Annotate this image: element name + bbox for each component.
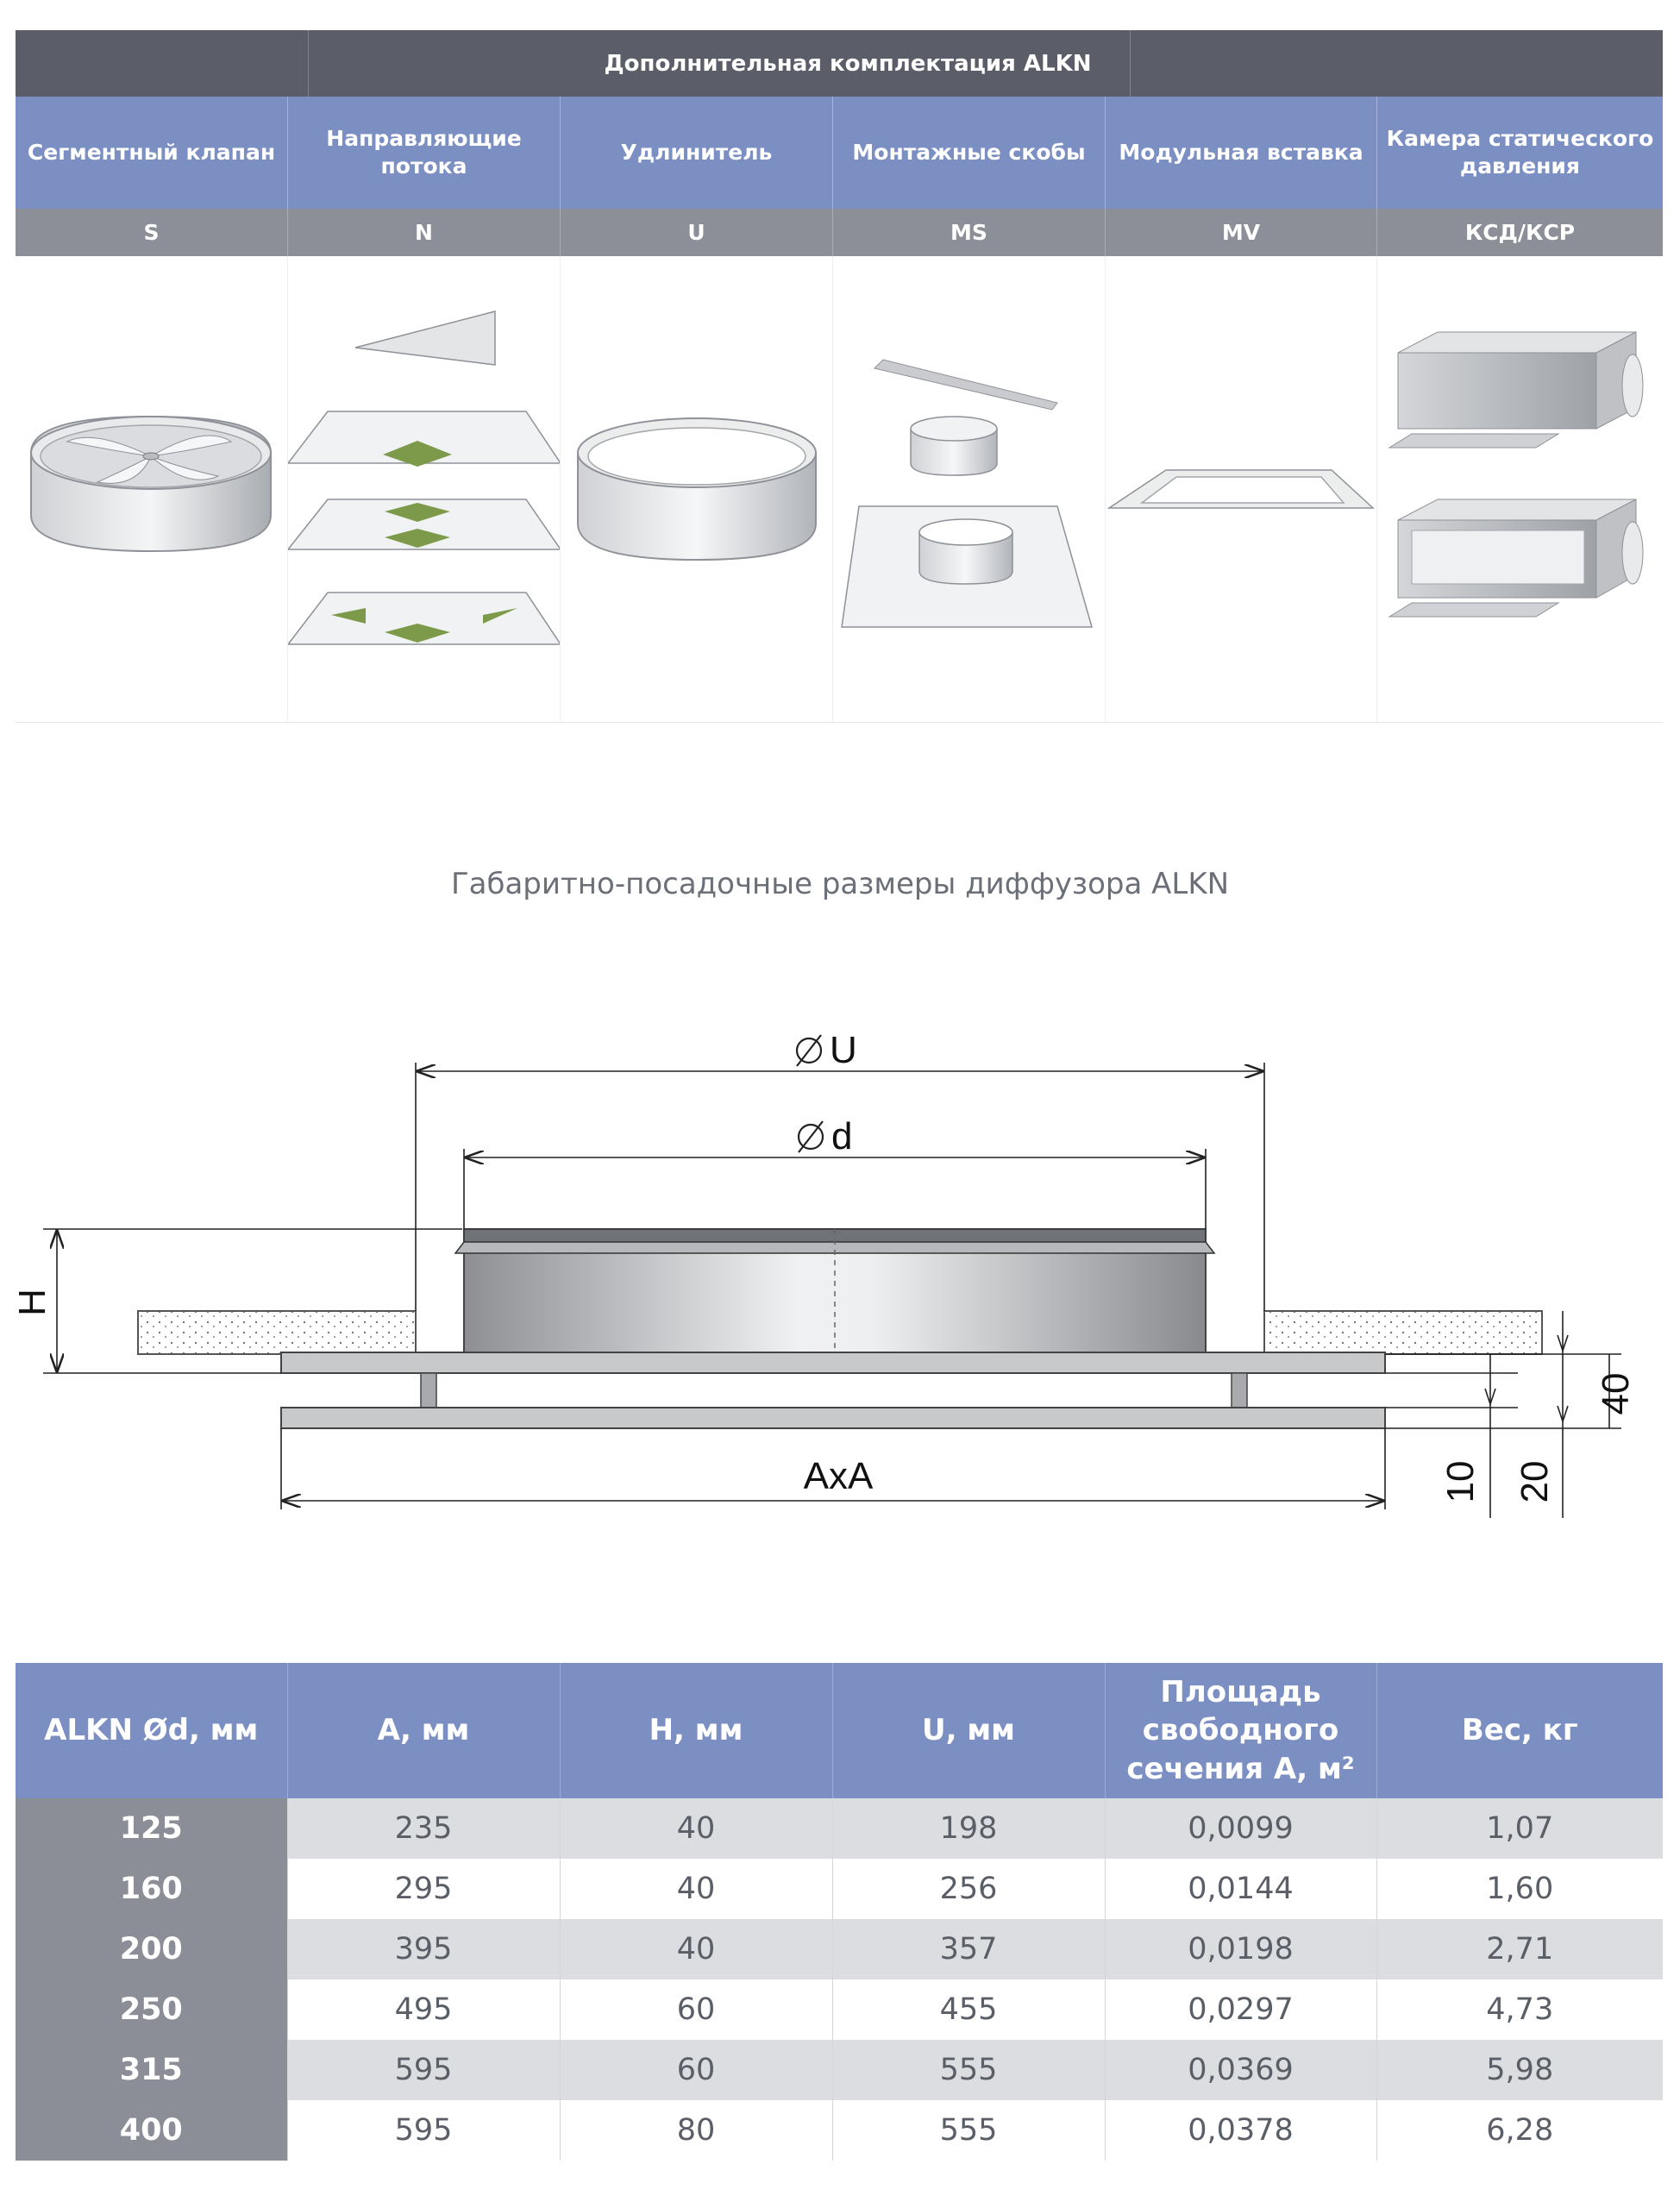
table-row: 315 595 60 555 0,0369 5,98 bbox=[16, 2040, 1663, 2100]
table-cell: 295 bbox=[286, 1859, 560, 1919]
accessory-code: U bbox=[560, 209, 832, 256]
table-cell: 315 bbox=[16, 2040, 287, 2100]
extension-ring-icon bbox=[560, 256, 832, 722]
bottom-plate bbox=[280, 1407, 1386, 1429]
modular-insert-icon bbox=[1105, 256, 1376, 722]
flow-guides-icon bbox=[287, 256, 561, 722]
table-cell: 0,0099 bbox=[1104, 1798, 1376, 1859]
col-header: U, мм bbox=[831, 1663, 1105, 1798]
accessory-name: Удлинитель bbox=[560, 97, 832, 209]
table-row: 160 295 40 256 0,0144 1,60 bbox=[16, 1859, 1663, 1919]
axa-label: AxA bbox=[804, 1455, 874, 1497]
accessory-code: MS bbox=[832, 209, 1105, 256]
ceiling-tile-left bbox=[137, 1310, 417, 1355]
table-cell: 357 bbox=[831, 1919, 1105, 1979]
svg-text:U: U bbox=[830, 1029, 857, 1071]
accessory-code: MV bbox=[1105, 209, 1376, 256]
table-cell: 495 bbox=[286, 1979, 560, 2040]
accessories-table: Дополнительная комплектация ALKN Сегмент… bbox=[16, 30, 1663, 723]
table-header-row: ALKN Ød, мм А, мм Н, мм U, мм Площадь св… bbox=[16, 1663, 1663, 1798]
accessory-name: Монтажные скобы bbox=[832, 97, 1105, 209]
col-header: Н, мм bbox=[559, 1663, 832, 1798]
dim-20-label: 20 bbox=[1514, 1461, 1556, 1503]
segment-damper-icon bbox=[16, 256, 287, 722]
table-cell: 595 bbox=[286, 2040, 560, 2100]
table-cell: 4,73 bbox=[1376, 1979, 1663, 2040]
accessory-name: Камера статического давления bbox=[1376, 97, 1663, 209]
svg-text:d: d bbox=[831, 1115, 852, 1157]
dimensions-table: ALKN Ød, мм А, мм Н, мм U, мм Площадь св… bbox=[16, 1663, 1663, 2161]
dim-10-label: 10 bbox=[1439, 1461, 1482, 1503]
table-cell: 235 bbox=[286, 1798, 560, 1859]
col-header: ALKN Ød, мм bbox=[16, 1663, 287, 1798]
col-header: Площадь свободного сечения А, м² bbox=[1104, 1663, 1376, 1798]
table-cell: 400 bbox=[16, 2100, 287, 2161]
table-cell: 1,07 bbox=[1376, 1798, 1663, 1859]
table-cell: 198 bbox=[831, 1798, 1105, 1859]
diameter-d-label: d bbox=[797, 1115, 852, 1157]
accessory-code: КСД/КСР bbox=[1376, 209, 1663, 256]
table-cell: 250 bbox=[16, 1979, 287, 2040]
table-row: 250 495 60 455 0,0297 4,73 bbox=[16, 1979, 1663, 2040]
table-cell: 0,0369 bbox=[1104, 2040, 1376, 2100]
ceiling-tile-right bbox=[1263, 1310, 1543, 1355]
dimensions-title: Габаритно-посадочные размеры диффузора A… bbox=[450, 867, 1230, 901]
table-cell: 40 bbox=[559, 1919, 832, 1979]
table-cell: 555 bbox=[831, 2040, 1105, 2100]
accessory-name: Направляющие потока bbox=[287, 97, 560, 209]
table-cell: 200 bbox=[16, 1919, 287, 1979]
table-cell: 5,98 bbox=[1376, 2040, 1663, 2100]
plenum-box-icon bbox=[1376, 256, 1663, 722]
accessories-title: Дополнительная комплектация ALKN bbox=[604, 51, 1092, 77]
accessory-code: N bbox=[287, 209, 560, 256]
table-cell: 0,0144 bbox=[1104, 1859, 1376, 1919]
height-h-label: H bbox=[11, 1289, 53, 1316]
accessories-code-row: S N U MS MV КСД/КСР bbox=[16, 209, 1663, 256]
accessories-image-row bbox=[16, 256, 1663, 723]
table-cell: 455 bbox=[831, 1979, 1105, 2040]
diameter-u-label: U bbox=[795, 1029, 857, 1071]
table-cell: 125 bbox=[16, 1798, 287, 1859]
table-cell: 395 bbox=[286, 1919, 560, 1979]
col-header: Вес, кг bbox=[1376, 1663, 1663, 1798]
dim-40-label: 40 bbox=[1595, 1373, 1637, 1415]
accessory-code: S bbox=[143, 220, 160, 245]
col-header: А, мм bbox=[286, 1663, 560, 1798]
table-cell: 40 bbox=[559, 1859, 832, 1919]
table-cell: 0,0297 bbox=[1104, 1979, 1376, 2040]
table-cell: 1,60 bbox=[1376, 1859, 1663, 1919]
top-plate bbox=[280, 1352, 1386, 1374]
table-cell: 80 bbox=[559, 2100, 832, 2161]
table-cell: 0,0378 bbox=[1104, 2100, 1376, 2161]
table-row: 125 235 40 198 0,0099 1,07 bbox=[16, 1798, 1663, 1859]
mounting-brackets-icon bbox=[832, 256, 1105, 722]
accessories-header-row: Сегментный клапан Направляющие потока Уд… bbox=[16, 97, 1663, 209]
table-cell: 60 bbox=[559, 1979, 832, 2040]
accessories-title-bar: Дополнительная комплектация ALKN bbox=[16, 30, 1663, 97]
table-cell: 6,28 bbox=[1376, 2100, 1663, 2161]
dimension-drawing: U d H AxA 40 10 20 bbox=[11, 1029, 1637, 1518]
table-cell: 2,71 bbox=[1376, 1919, 1663, 1979]
table-row: 400 595 80 555 0,0378 6,28 bbox=[16, 2100, 1663, 2161]
table-cell: 256 bbox=[831, 1859, 1105, 1919]
table-row: 200 395 40 357 0,0198 2,71 bbox=[16, 1919, 1663, 1979]
table-cell: 160 bbox=[16, 1859, 287, 1919]
table-cell: 555 bbox=[831, 2100, 1105, 2161]
table-cell: 595 bbox=[286, 2100, 560, 2161]
accessory-name: Сегментный клапан bbox=[27, 139, 276, 165]
accessory-name: Модульная вставка bbox=[1105, 97, 1376, 209]
table-cell: 40 bbox=[559, 1798, 832, 1859]
table-cell: 0,0198 bbox=[1104, 1919, 1376, 1979]
table-cell: 60 bbox=[559, 2040, 832, 2100]
